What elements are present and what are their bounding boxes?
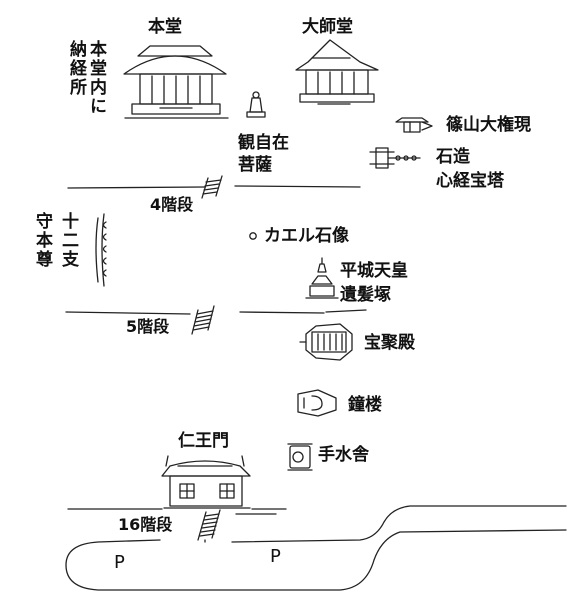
kanjizai-statue-icon xyxy=(247,92,265,117)
emperor-mound-label-1: 平城天皇 xyxy=(340,261,408,281)
main-hall-label: 本堂 xyxy=(148,17,182,37)
frog-statue-marker xyxy=(250,233,256,239)
zodiac-label-2: 守本尊 xyxy=(32,212,52,269)
sutra-pagoda-label-1: 石造 xyxy=(436,147,470,167)
stairs-5-label: 5階段 xyxy=(126,317,170,336)
treasure-hall-icon xyxy=(300,324,352,360)
stairs-16-icon xyxy=(198,510,220,540)
bell-tower-label: 鐘楼 xyxy=(348,395,382,415)
purification-font-icon xyxy=(288,444,312,470)
stairs-5-icon xyxy=(192,306,214,334)
nio-gate-icon xyxy=(162,456,250,508)
daishi-hall-icon xyxy=(296,40,378,104)
stairs-4-label: 4階段 xyxy=(150,195,194,214)
kanjizai-label: 観自在菩薩 xyxy=(238,133,289,175)
sutra-pagoda-icon xyxy=(370,148,420,168)
zodiac-statues-icon xyxy=(96,214,106,286)
parking-label-1: P xyxy=(114,552,125,573)
sasayama-label: 篠山大権現 xyxy=(446,115,531,135)
stairs-4-icon xyxy=(202,176,222,198)
purification-font-label: 手水舎 xyxy=(318,445,369,465)
zodiac-label-1: 十二支 xyxy=(58,212,78,269)
emperor-mound-label-2: 遺髪塚 xyxy=(340,285,391,305)
emperor-mound-icon xyxy=(306,258,338,298)
sasayama-shrine-icon xyxy=(396,118,432,132)
main-hall-icon xyxy=(124,46,228,118)
frog-statue-label: カエル石像 xyxy=(264,226,349,246)
bell-tower-icon xyxy=(298,390,336,416)
sutra-pagoda-label-2: 心経宝塔 xyxy=(436,171,504,191)
stairs-16-label: 16階段 xyxy=(118,515,173,534)
parking-label-2: P xyxy=(270,546,281,567)
treasure-hall-label: 宝聚殿 xyxy=(364,333,415,353)
stamp-office-note: 本堂内に納経所 xyxy=(66,40,106,116)
parking-area-outline xyxy=(66,530,566,590)
nio-gate-label: 仁王門 xyxy=(178,431,229,451)
daishi-hall-label: 大師堂 xyxy=(302,17,353,37)
